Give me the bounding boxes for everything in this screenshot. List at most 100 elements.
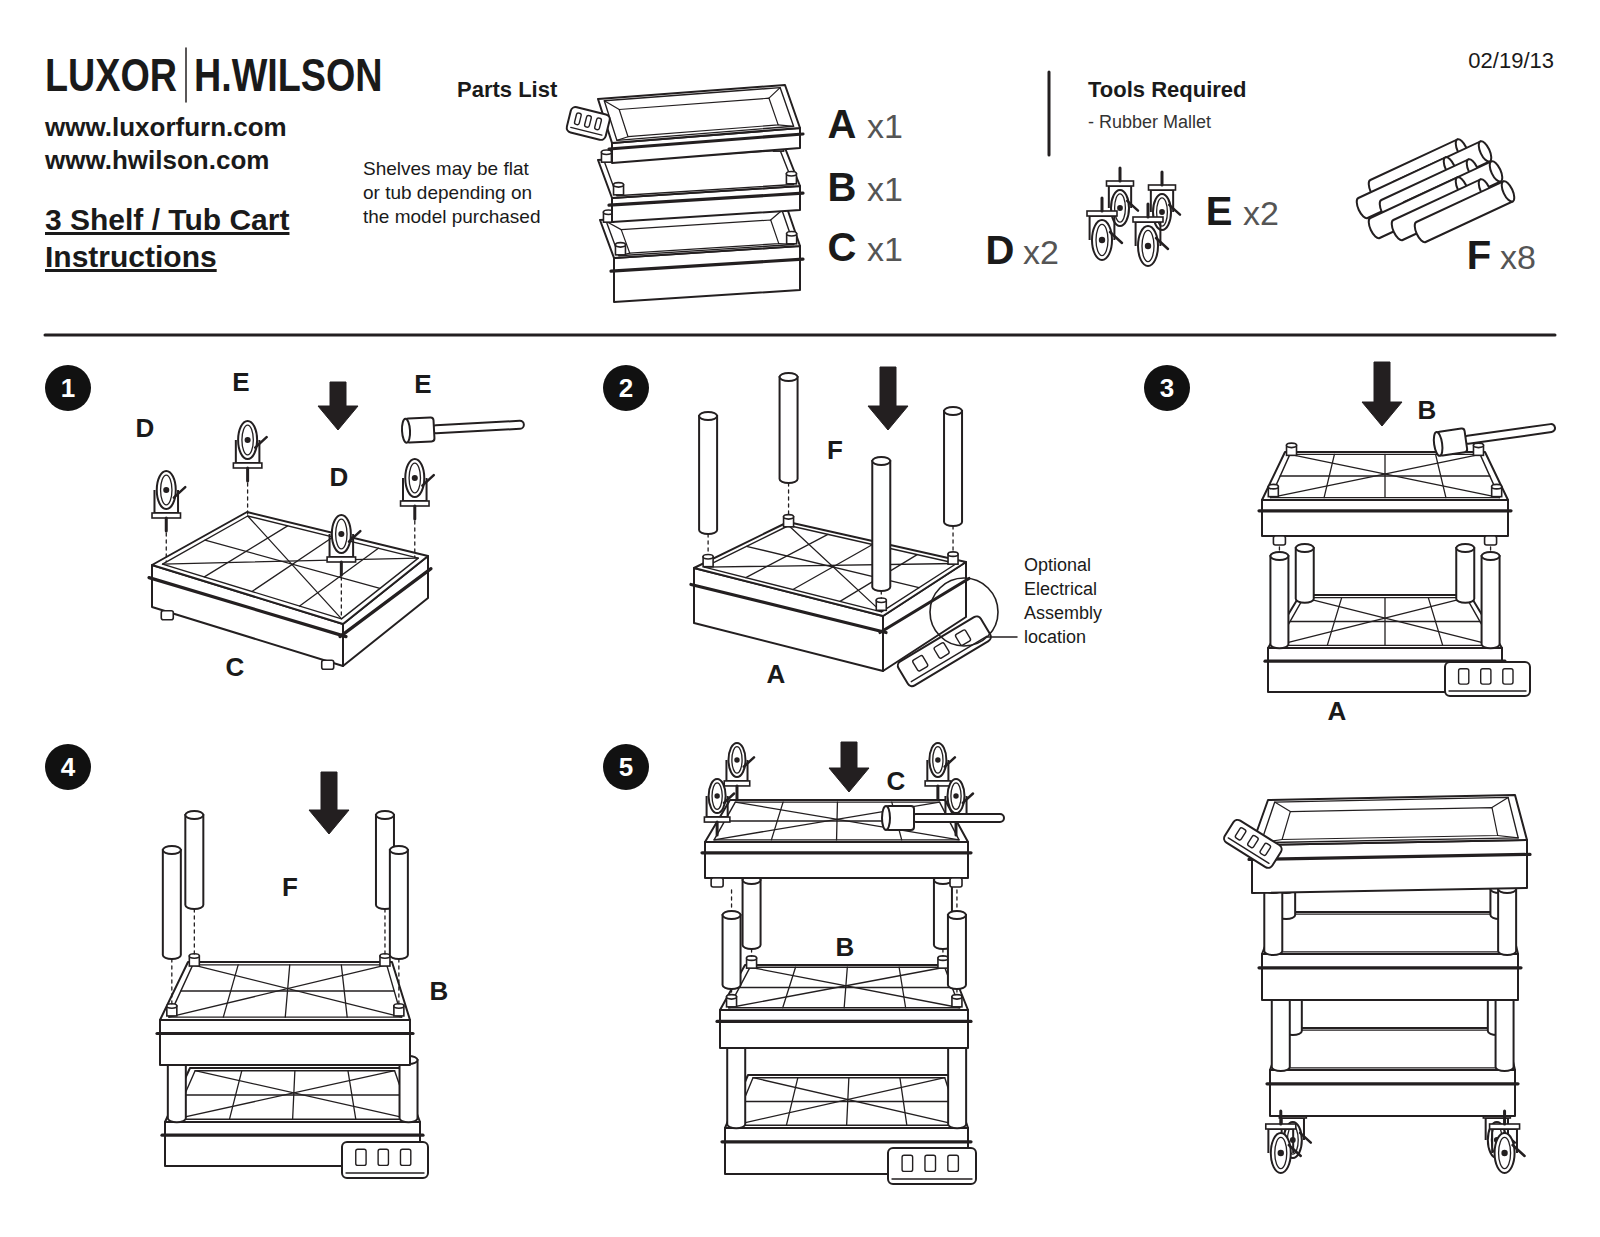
pole [948,911,966,989]
shelf-rib [750,967,960,1008]
step-circle [603,365,649,411]
mallet-handle [912,814,1004,822]
caster [704,779,734,835]
part-callout: D [330,463,349,493]
handle-slot [1259,843,1271,856]
caster-brake [945,757,955,766]
step-circle [603,744,649,790]
pole-body [1272,996,1290,1071]
shelf-side [1252,840,1527,893]
caster-hub [412,475,418,481]
pole-end [872,457,890,465]
section-heading: Tools Required [1088,77,1247,102]
part-callout: B [430,977,449,1007]
caster-brake [724,794,734,803]
brand-logo: H.WILSON [194,49,383,102]
part-callout: C [887,767,906,797]
caster [401,459,434,519]
step-number-text: 4 [61,754,75,780]
pole-end [1499,180,1517,204]
shelf-rib [1324,454,1334,497]
pole-end [1456,544,1474,552]
pole [872,457,890,591]
caster-stem [1161,172,1164,185]
shelf-side [160,1020,410,1065]
shelf-rim [163,516,419,619]
guide-line [1279,547,1280,553]
page-title: 3 Shelf / Tub Cart Instructions [45,201,345,275]
pole-end [948,911,966,919]
caster-tread [161,475,172,505]
shelf [1259,912,1521,1000]
pole [780,373,798,483]
pole-body [1482,556,1500,648]
caster [943,779,973,835]
part-quantity: x8 [1500,238,1536,277]
shelf-top [598,85,800,143]
caster-brake [1169,205,1180,215]
guide-line [881,591,882,598]
shelf-rib [783,967,796,1008]
shelf-rib [204,526,287,577]
pole-end [780,373,798,381]
tub-floor [619,98,778,137]
header-rules [45,48,1555,335]
shelf-lip [717,1020,971,1023]
pole-end [1270,552,1288,560]
part-callout: C [226,653,245,683]
shelf-top [1262,912,1518,954]
pole-end [1296,544,1314,552]
shelf-lip [1259,509,1511,512]
step-circle [1144,365,1190,411]
step-number-text: 2 [619,375,633,401]
step-number-text: 3 [1160,375,1174,401]
pole-body [872,461,890,591]
handle-lip [1449,690,1526,691]
tub-wall [617,137,628,141]
caster-tread [336,519,347,549]
caster-hub [245,437,251,443]
step-number: 2 [603,365,649,411]
pole-body [1264,889,1282,955]
shelf-rib [184,1094,403,1095]
shelf-rib [714,802,940,840]
step-2-illustration [691,367,1017,688]
caster-stem [1101,198,1104,211]
guide-line [942,949,943,956]
pole [1498,885,1516,955]
shelf-lip [702,851,971,854]
shelf-side [1262,954,1518,1000]
tub-wall [604,101,619,110]
pole-body [727,1042,745,1128]
shelf-handle [888,1148,976,1184]
pole-end [1487,160,1505,184]
caster-stem [955,822,958,835]
tub-wall [1275,802,1291,812]
parts-shelves [566,85,803,302]
shelf-rib [789,526,882,612]
parts-poles [1354,138,1517,244]
handle-grip [1445,662,1530,696]
part-quantity: x2 [1023,233,1059,272]
handle-slot [400,1149,410,1165]
shelf-rib [1436,454,1446,497]
shelf-rib [1327,598,1341,646]
shelf-rim [1271,454,1500,497]
guide-line [707,534,708,555]
guide-line [166,533,167,562]
caster-brake [349,531,360,541]
part-callout: E [414,370,431,400]
caster-wheel [157,471,176,509]
guide-line [952,526,953,552]
shelf [157,954,413,1065]
part-quantity: x2 [1243,194,1279,233]
part-quantity: x1 [867,170,903,209]
pole-body [948,1042,966,1128]
shelf-rib [1290,621,1480,622]
shelf-side [705,842,968,878]
pole-body [743,880,761,949]
caster-wheel [1495,1133,1515,1173]
tub-wall [769,88,780,99]
tub-wall [1498,836,1519,838]
